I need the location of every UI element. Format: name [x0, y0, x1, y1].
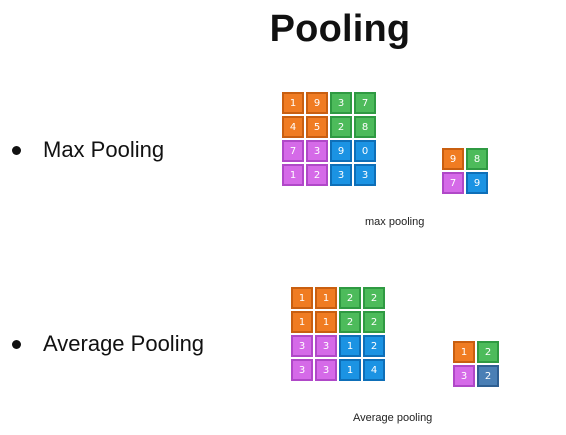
max-output-cell: 8: [466, 148, 488, 170]
average-pooling-caption: Average pooling: [353, 412, 433, 424]
avg-input-cell: 3: [291, 335, 313, 357]
max-input-cell: 3: [354, 164, 376, 186]
avg-input-cell: 2: [363, 287, 385, 309]
avg-output-cell: 2: [477, 365, 499, 387]
avg-input-cell: 2: [363, 311, 385, 333]
max-input-cell: 1: [282, 92, 304, 114]
max-input-cell: 3: [330, 164, 352, 186]
avg-input-cell: 2: [363, 335, 385, 357]
max-input-cell: 2: [306, 164, 328, 186]
max-pooling-bullet: Max Pooling: [12, 137, 164, 163]
avg-input-cell: 1: [315, 287, 337, 309]
avg-input-cell: 1: [339, 335, 361, 357]
avg-input-cell: 1: [291, 287, 313, 309]
max-input-cell: 5: [306, 116, 328, 138]
max-output-cell: 9: [466, 172, 488, 194]
max-input-cell: 7: [354, 92, 376, 114]
avg-input-cell: 3: [291, 359, 313, 381]
avg-input-cell: 3: [315, 359, 337, 381]
avg-input-cell: 1: [339, 359, 361, 381]
avg-input-cell: 2: [339, 287, 361, 309]
max-input-cell: 8: [354, 116, 376, 138]
max-pooling-label: Max Pooling: [43, 137, 165, 162]
avg-output-cell: 3: [453, 365, 475, 387]
max-output-cell: 9: [442, 148, 464, 170]
max-input-cell: 3: [306, 140, 328, 162]
max-output-cell: 7: [442, 172, 464, 194]
average-pooling-bullet: Average Pooling: [12, 331, 204, 357]
max-input-cell: 7: [282, 140, 304, 162]
max-input-cell: 9: [306, 92, 328, 114]
max-pooling-caption: max pooling: [365, 216, 425, 228]
bullet-icon: [12, 145, 21, 155]
avg-input-cell: 4: [363, 359, 385, 381]
max-input-cell: 9: [330, 140, 352, 162]
max-input-cell: 4: [282, 116, 304, 138]
bullet-icon: [12, 339, 21, 349]
max-input-cell: 2: [330, 116, 352, 138]
avg-input-cell: 1: [315, 311, 337, 333]
avg-input-cell: 1: [291, 311, 313, 333]
avg-input-cell: 3: [315, 335, 337, 357]
page-title: Pooling: [269, 8, 411, 50]
average-pooling-label: Average Pooling: [43, 331, 205, 356]
max-input-cell: 3: [330, 92, 352, 114]
avg-input-cell: 2: [339, 311, 361, 333]
max-input-cell: 0: [354, 140, 376, 162]
avg-output-cell: 1: [453, 341, 475, 363]
max-input-cell: 1: [282, 164, 304, 186]
avg-output-cell: 2: [477, 341, 499, 363]
